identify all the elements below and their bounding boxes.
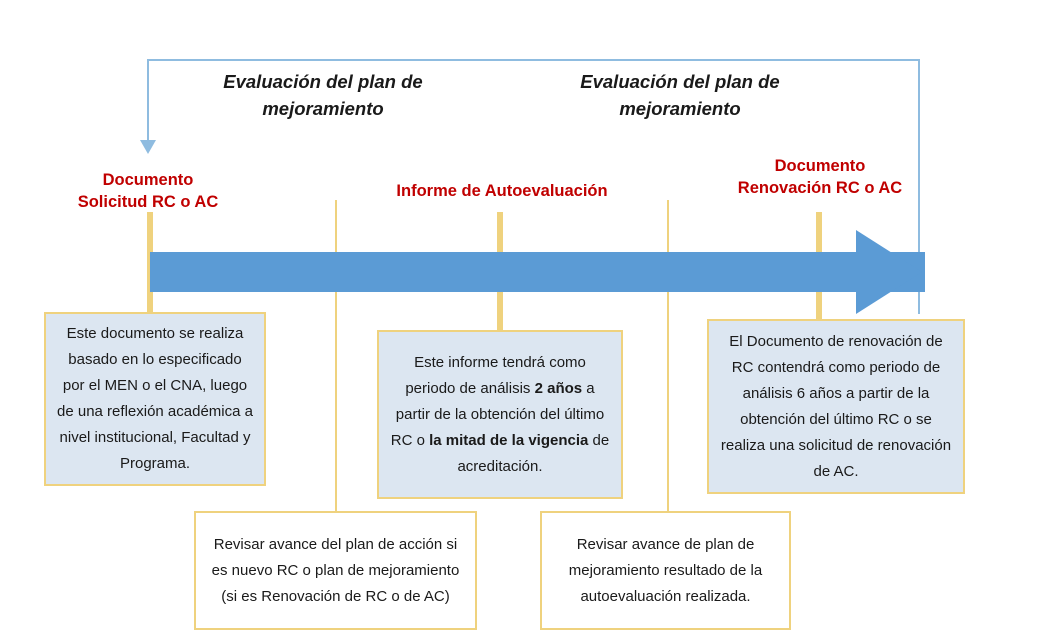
milestone-label-renovacion: Documento Renovación RC o AC <box>737 157 903 197</box>
note-text-bold-mitad-vigencia: la mitad de la vigencia <box>429 431 589 449</box>
note-text-renovacion: El Documento de renovación de RC contend… <box>720 332 952 480</box>
connector-evaluacion-2 <box>667 200 669 512</box>
timeline-arrow-head-icon <box>856 230 922 314</box>
bracket-down-arrow-icon <box>140 140 156 154</box>
note-box-revisar-plan-accion: Revisar avance del plan de acción si es … <box>194 511 477 630</box>
note-text-bold-2-anos: 2 años <box>534 379 583 397</box>
section-header-evaluacion-1: Evaluación del plan de mejoramiento <box>223 71 423 119</box>
timeline-arrow-body <box>150 252 925 292</box>
note-text-solicitud: Este documento se realiza basado en lo e… <box>57 325 253 472</box>
connector-evaluacion-1 <box>335 200 337 512</box>
milestone-label-solicitud: Documento Solicitud RC o AC <box>77 171 219 211</box>
section-header-evaluacion-2: Evaluación del plan de mejoramiento <box>580 71 780 119</box>
bracket-top-line <box>149 59 920 61</box>
note-box-autoevaluacion: Este informe tendrá como periodo de anál… <box>377 330 623 499</box>
note-text-revisar-plan-accion: Revisar avance del plan de acción si es … <box>211 535 460 605</box>
note-box-revisar-plan-mejoramiento: Revisar avance de plan de mejoramiento r… <box>540 511 791 630</box>
note-box-solicitud: Este documento se realiza basado en lo e… <box>44 312 266 486</box>
note-text-part3: de acreditación. <box>457 431 610 475</box>
bracket-right-line <box>918 59 920 314</box>
note-text-revisar-plan-mejoramiento: Revisar avance de plan de mejoramiento r… <box>568 535 763 605</box>
note-text-part2: a partir de la obtención del último RC o <box>390 379 605 449</box>
bracket-left-line <box>147 59 149 143</box>
note-text-autoevaluacion: Este informe tendrá como periodo de anál… <box>389 350 611 480</box>
note-text-part1: Este informe tendrá como periodo de anál… <box>405 353 586 397</box>
milestone-label-autoevaluacion: Informe de Autoevaluación <box>396 182 608 200</box>
note-box-renovacion: El Documento de renovación de RC contend… <box>707 319 965 494</box>
